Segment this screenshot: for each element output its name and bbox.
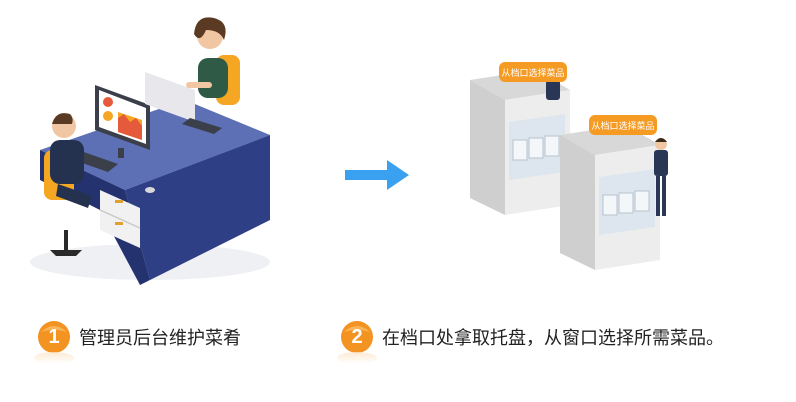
step-2: 2 在档口处拿取托盘，从窗口选择所需菜品。 — [340, 320, 724, 354]
step-1-badge-reflection — [34, 352, 74, 364]
stall-sign-2: 从档口选择菜品 — [589, 115, 657, 135]
food-stall-2 — [560, 125, 660, 270]
food-stall-1 — [470, 70, 570, 215]
step-1-number: 1 — [48, 326, 60, 348]
stall-sign-1: 从档口选择菜品 — [499, 62, 567, 82]
front-admin-person — [44, 113, 92, 256]
rear-keyboard — [182, 118, 222, 134]
rear-admin-person — [186, 17, 240, 105]
rear-monitor — [145, 72, 195, 122]
step-2-badge-reflection — [337, 352, 377, 364]
admin-workstation-illustration — [30, 17, 270, 285]
food-stall-illustration: 从档口选择菜品 从档口选择菜品 — [470, 62, 668, 270]
desk-front — [125, 135, 270, 280]
step-1-badge: 1 — [37, 320, 71, 354]
badge-circle-icon — [38, 321, 70, 353]
stall-sign-2-text: 从档口选择菜品 — [591, 120, 654, 132]
stall-staff-2 — [654, 138, 668, 216]
step-1: 1 管理员后台维护菜肴 — [37, 320, 241, 354]
step-2-text: 在档口处拿取托盘，从窗口选择所需菜品。 — [382, 328, 724, 349]
step-2-badge: 2 — [340, 320, 374, 354]
stall-sign-1-text: 从档口选择菜品 — [501, 67, 564, 79]
badge-circle-icon — [341, 321, 373, 353]
step-2-number: 2 — [351, 326, 363, 348]
step-1-text: 管理员后台维护菜肴 — [79, 328, 241, 349]
mouse — [145, 187, 155, 193]
flow-arrow-icon — [345, 160, 409, 190]
